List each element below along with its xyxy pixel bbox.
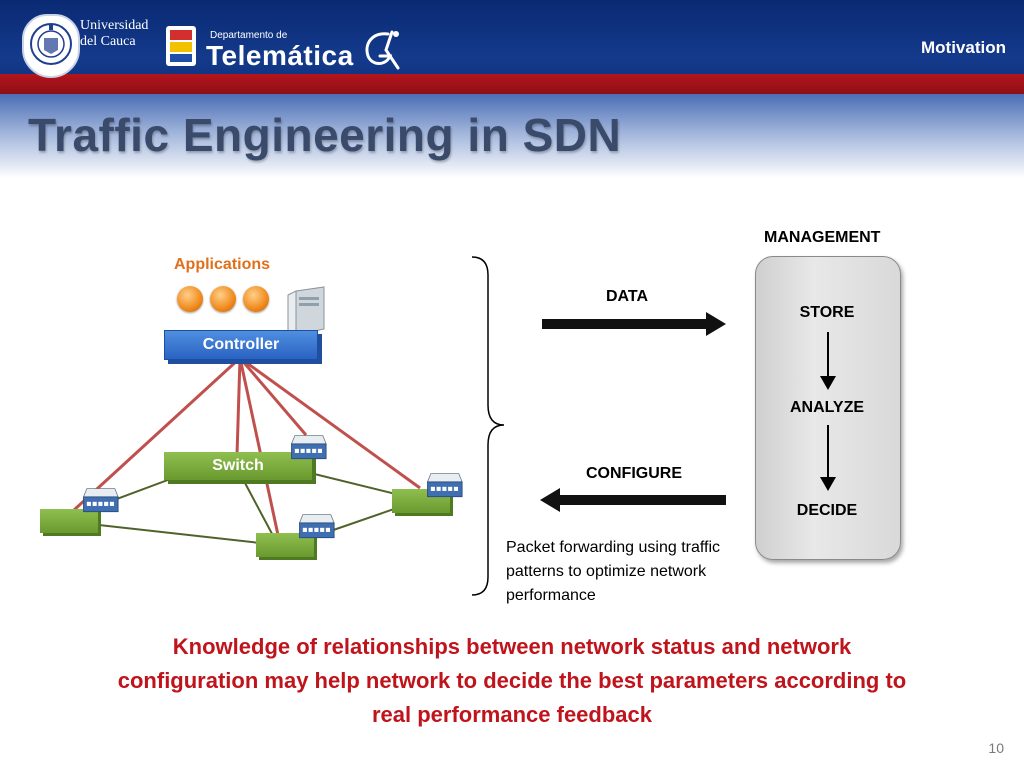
telematica-logo-icon (164, 22, 198, 68)
packet-forwarding-caption: Packet forwarding using traffic patterns… (506, 539, 721, 604)
university-name-line1: Universidad (80, 18, 149, 33)
down-arrow-icon (820, 425, 836, 491)
slide-title: Traffic Engineering in SDN (28, 109, 622, 161)
main-switch-box: Switch (164, 452, 312, 480)
university-name: Universidad del Cauca (80, 18, 148, 50)
management-label: MANAGEMENT (764, 229, 881, 246)
gk-logo-icon (358, 26, 404, 72)
application-icon (243, 286, 269, 312)
grouping-brace (471, 256, 505, 596)
server-icon (286, 285, 328, 339)
configure-arrow-icon (540, 488, 726, 512)
management-box (755, 256, 901, 560)
knowledge-line-3: real performance feedback (371, 702, 653, 727)
step-decide: DECIDE (796, 502, 858, 519)
applications-label: Applications (174, 256, 271, 273)
switch-device-icon (82, 488, 119, 513)
link-controller-top-right (238, 357, 308, 436)
department-small-label: Departamento de (210, 30, 288, 41)
link-controller-right (239, 356, 421, 490)
step-store: STORE (799, 304, 855, 321)
switch-device-icon (426, 473, 463, 498)
section-label: Motivation (921, 38, 1006, 57)
application-icon (210, 286, 236, 312)
configure-label: CONFIGURE (586, 465, 682, 482)
university-name-line2: del Cauca (80, 34, 136, 49)
switch-node-left (40, 509, 98, 533)
link-switch-bottom (236, 467, 279, 546)
data-label: DATA (606, 288, 649, 305)
department-name: Telemática (206, 40, 354, 71)
link-left-bottom (89, 523, 279, 546)
link-controller-bottom (238, 357, 280, 536)
down-arrow-icon (820, 332, 836, 390)
controller-box: Controller (164, 330, 318, 360)
title-band (0, 94, 1024, 178)
application-icon (177, 286, 203, 312)
link-controller-switch (235, 357, 242, 456)
university-seal-icon (22, 14, 80, 78)
header-red-stripe (0, 74, 1024, 94)
knowledge-statement: Knowledge of relationships between netwo… (40, 630, 984, 732)
knowledge-line-2: configuration may help network to decide… (117, 668, 907, 693)
link-controller-left (72, 356, 242, 512)
step-analyze: ANALYZE (789, 399, 865, 416)
switch-device-icon (290, 435, 327, 460)
page-number: 10 (988, 740, 1004, 756)
data-arrow-icon (542, 312, 726, 336)
switch-device-icon (298, 514, 335, 539)
knowledge-line-1: Knowledge of relationships between netwo… (172, 634, 852, 659)
